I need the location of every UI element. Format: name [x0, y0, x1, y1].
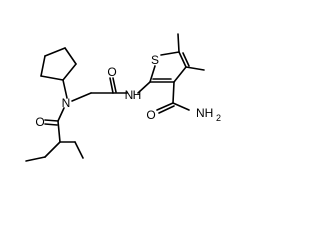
bond: [182, 52, 190, 67]
atom-label-n-amide: N: [125, 88, 134, 102]
bond: [44, 47, 66, 57]
bond: [57, 120, 61, 143]
bond: [185, 66, 205, 71]
bond: [57, 107, 65, 122]
bond: [177, 33, 180, 53]
bond: [44, 141, 61, 158]
bonds: [25, 33, 205, 162]
atom-label-nh2-subscript: 2: [216, 113, 221, 123]
bond: [109, 77, 114, 94]
bond: [44, 123, 58, 126]
bond: [40, 55, 46, 77]
atom-label-o-amide: O: [107, 65, 116, 79]
molecule-structure: N O N H S O O NH 2: [25, 33, 221, 162]
atom-labels: N O N H S O O NH 2: [35, 53, 221, 129]
bond: [62, 79, 68, 99]
bond: [158, 105, 175, 114]
atom-label-o-acyl: O: [35, 115, 44, 129]
bond: [160, 51, 180, 56]
bond: [137, 81, 151, 94]
bond: [71, 92, 92, 102]
atom-label-o-carboxamide: O: [146, 108, 155, 122]
atom-label-s-ring: S: [151, 53, 159, 67]
bond: [178, 51, 187, 68]
bond: [156, 102, 174, 111]
bond: [44, 119, 59, 122]
bond: [25, 156, 46, 162]
bond: [64, 47, 77, 65]
atom-label-h-amide: H: [133, 88, 142, 102]
bond: [74, 141, 84, 159]
bond: [62, 63, 77, 81]
atom-label-n-tertiary: N: [62, 96, 71, 110]
bond: [172, 81, 175, 104]
bond: [149, 65, 156, 83]
bond: [112, 77, 117, 93]
bond: [172, 102, 190, 111]
bond: [173, 66, 187, 83]
bond: [40, 75, 64, 81]
atom-label-nh2: NH: [196, 106, 213, 120]
